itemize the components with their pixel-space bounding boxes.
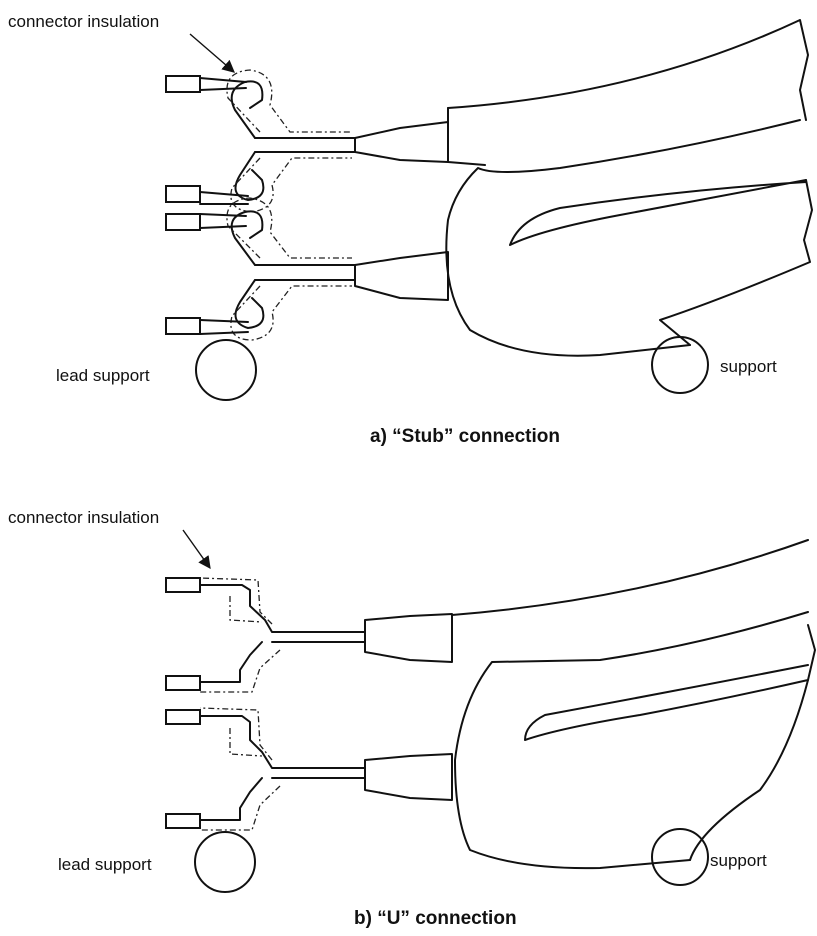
panel-a-upper-strands <box>199 77 249 205</box>
panel-a-stub-connection: connector insulation lead support suppor… <box>8 12 813 447</box>
panel-a-caption: a) “Stub” connection <box>370 426 560 447</box>
panel-a-support-circle <box>651 336 709 394</box>
panel-b-terminal-4 <box>165 813 201 829</box>
panel-a-upper-lead <box>254 137 356 153</box>
panel-a-lower-taper <box>354 251 449 301</box>
panel-a-insulation-label: connector insulation <box>8 12 159 31</box>
panel-b-terminal-2 <box>165 675 201 691</box>
panel-a-upper-y-joint <box>230 80 265 201</box>
panel-b-upper-u-lead <box>199 584 366 683</box>
panel-b-terminal-1 <box>165 577 201 593</box>
panel-b-support-circle <box>651 828 709 886</box>
panel-b-caption: b) “U” connection <box>354 908 517 929</box>
panel-b-lower-coil-slot <box>524 624 816 741</box>
panel-a-lower-coil-slot <box>509 179 807 246</box>
panel-b-terminal-3 <box>165 709 201 725</box>
panel-b-support-label: support <box>710 851 767 870</box>
panel-b-lower-u-lead <box>199 715 366 821</box>
panel-a-upper-coil-end <box>447 107 486 166</box>
panel-b-upper-insulation <box>199 577 281 693</box>
panel-a-lower-coil-right <box>659 179 813 346</box>
panel-b-upper-taper <box>364 613 453 663</box>
panel-b-insulation-label: connector insulation <box>8 508 159 527</box>
panel-a-lower-lead <box>254 264 356 281</box>
panel-a-upper-coil-top <box>447 19 809 121</box>
panel-b-lead-support-circle <box>194 831 256 893</box>
panel-a-upper-taper <box>354 121 449 163</box>
panel-a-insulation-arrow <box>189 33 235 73</box>
panel-a-upper-insulation <box>226 69 352 213</box>
panel-a-terminal-2 <box>165 185 201 203</box>
panel-a-support-label: support <box>720 357 777 376</box>
panel-b-coil-outer-bend <box>454 611 809 870</box>
panel-b-upper-coil-top <box>451 539 809 616</box>
panel-a-lower-y-joint <box>230 210 265 329</box>
panel-b-u-connection: connector insulation lead support suppor… <box>8 508 816 929</box>
panel-a-lower-insulation <box>226 197 352 341</box>
panel-b-lower-coil-right <box>689 679 809 861</box>
panel-a-coil-outer-bend <box>445 119 801 357</box>
panel-b-insulation-arrow <box>182 529 211 570</box>
panel-b-lower-taper <box>364 753 453 801</box>
panel-a-lower-strands <box>199 213 249 335</box>
panel-a-terminal-1 <box>165 75 201 93</box>
panel-a-lead-support-label: lead support <box>56 366 150 385</box>
panel-a-terminal-3 <box>165 213 201 231</box>
panel-b-lower-insulation <box>199 707 281 831</box>
panel-a-terminal-4 <box>165 317 201 335</box>
panel-a-lead-support-circle <box>195 339 257 401</box>
panel-b-lead-support-label: lead support <box>58 855 152 874</box>
